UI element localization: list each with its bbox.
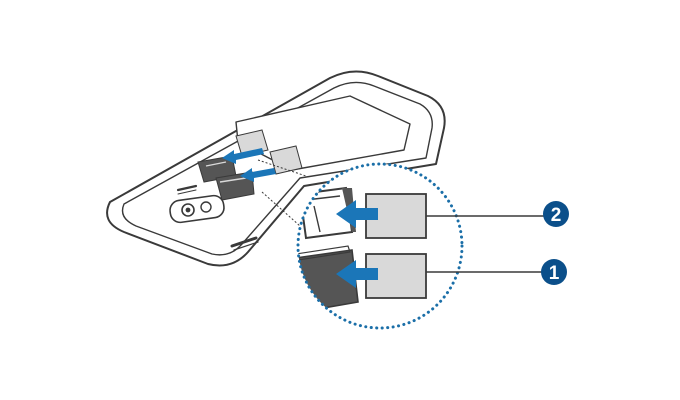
zoom-detail — [296, 162, 464, 330]
callout-2: 2 — [426, 201, 569, 227]
insert-arrow-icon — [336, 260, 378, 288]
phone-sim-slot-lower — [215, 171, 255, 201]
side-button-inner — [233, 241, 259, 251]
phone-sim-slot-detail — [205, 161, 247, 183]
callout-1-badge — [541, 259, 567, 285]
callout-2-label: 2 — [551, 205, 562, 226]
zoom-ring — [296, 162, 464, 330]
zoom-content — [298, 164, 462, 328]
insert-arrow-icon — [336, 200, 378, 228]
callout-2-badge — [543, 201, 569, 227]
side-button — [230, 236, 258, 248]
speaker-grille-line — [177, 189, 197, 195]
phone-inner-rim — [121, 81, 433, 256]
zoom-connector — [257, 159, 307, 227]
lower-sim-tray-edge — [298, 245, 351, 261]
insert-arrow-icon — [240, 168, 276, 182]
callout-1: 1 — [426, 259, 567, 285]
callout-1-label: 1 — [549, 263, 560, 284]
speaker-grille — [176, 184, 198, 192]
insert-arrow-icon — [222, 148, 264, 164]
phone-back-icon — [106, 70, 446, 267]
camera-module-icon — [169, 194, 225, 224]
sim-card-icon — [365, 253, 427, 299]
